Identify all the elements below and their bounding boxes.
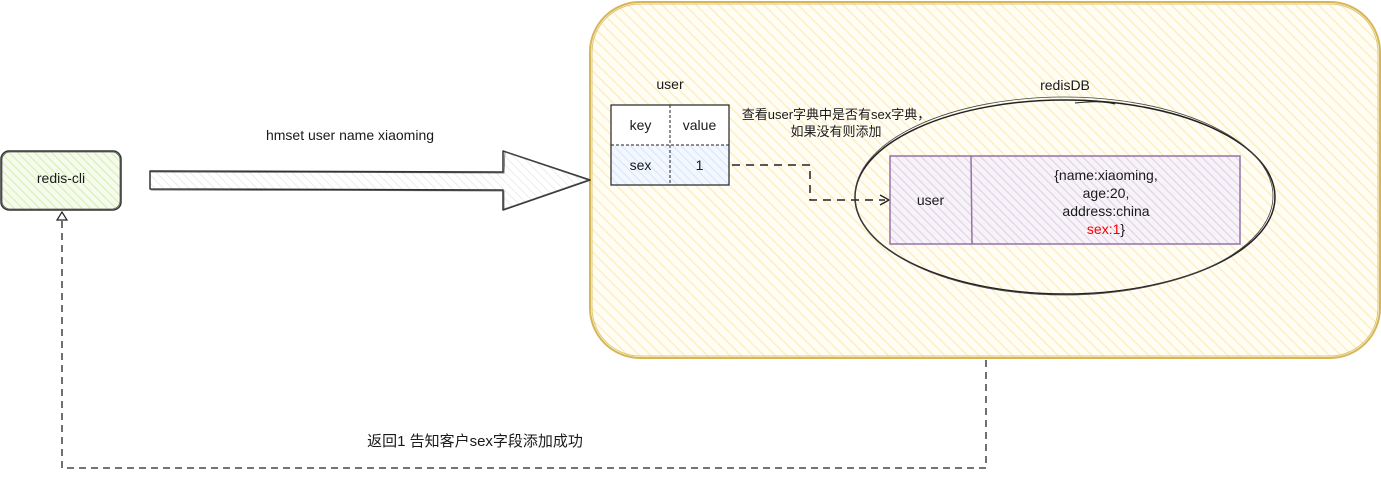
return-label: 返回1 告知客户sex字段添加成功: [367, 433, 583, 450]
redis-cli-label: redis-cli: [36, 170, 86, 186]
redisdb-entry: [889, 155, 1241, 245]
redisdb-ellipse: [854, 96, 1276, 296]
lookup-connector: [732, 164, 891, 206]
entry-value-line-4: sex:1}: [972, 220, 1240, 238]
return-arrow: [55, 210, 987, 469]
check-note-line1: 查看user字典中是否有sex字典，: [741, 107, 931, 122]
check-note-line2: 如果没有则添加: [790, 124, 882, 139]
command-arrow: [149, 150, 591, 211]
redisdb-entry-value: {name:xiaoming, age:20, address:china se…: [972, 166, 1240, 238]
table-cell-key: sex: [629, 157, 652, 173]
entry-added-field: sex:1: [1086, 221, 1121, 237]
entry-close-brace: }: [1120, 221, 1126, 237]
table-cell-value: 1: [695, 157, 704, 173]
redisdb-title: redisDB: [1040, 77, 1090, 93]
user-table-title: user: [656, 76, 684, 92]
table-header-value: value: [682, 117, 717, 133]
redisdb-entry-key: user: [916, 192, 945, 208]
table-header-key: key: [629, 117, 652, 133]
command-label: hmset user name xiaoming: [265, 127, 435, 143]
redis-cli-box[interactable]: [0, 150, 122, 211]
entry-value-line-3: address:china: [1062, 203, 1150, 219]
user-table: [610, 104, 730, 186]
check-note: 查看user字典中是否有sex字典， 如果没有则添加: [731, 106, 941, 140]
entry-value-line-1: {name:xiaoming,: [1054, 167, 1158, 183]
entry-value-line-2: age:20,: [1082, 185, 1130, 201]
